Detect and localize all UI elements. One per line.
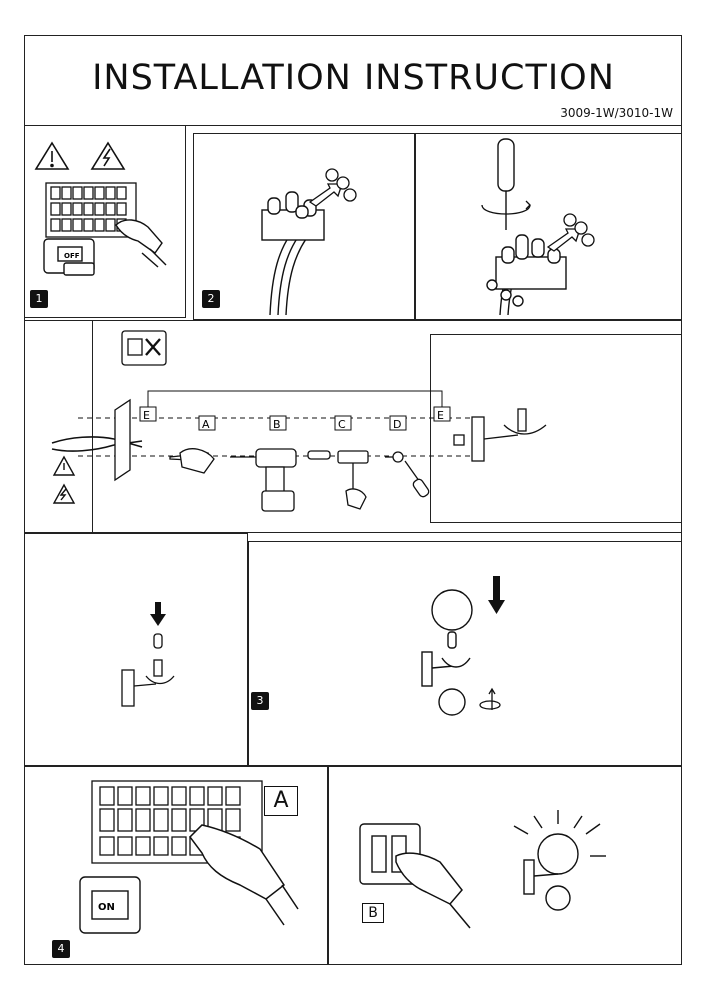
lamp-on-icon bbox=[513, 810, 606, 911]
rotate-icon bbox=[481, 200, 531, 215]
off-switch bbox=[43, 238, 95, 276]
label-b: B bbox=[273, 418, 281, 431]
globe-install-illustration bbox=[421, 576, 505, 716]
step1-illustration: OFF bbox=[34, 141, 167, 276]
page-title: INSTALLATION INSTRUCTION bbox=[92, 58, 615, 98]
step2-terminal-illustration bbox=[261, 168, 357, 316]
model-number: 3009-1W/3010-1W bbox=[560, 106, 673, 120]
warning-icon bbox=[34, 141, 70, 170]
on-switch bbox=[79, 876, 141, 934]
header-divider bbox=[24, 125, 682, 126]
wire-arrow-icon bbox=[308, 168, 357, 207]
hand-icon-2 bbox=[189, 824, 299, 926]
electric-hazard-icon-small bbox=[52, 483, 76, 504]
bulb-insert-illustration bbox=[121, 602, 175, 707]
step-badge-4: 4 bbox=[52, 940, 70, 958]
wire-arrow-icon-2 bbox=[546, 213, 595, 252]
step-badge-3: 3 bbox=[251, 692, 269, 710]
label-c: C bbox=[338, 418, 346, 431]
drill-icon bbox=[230, 448, 297, 512]
panel-step4-left bbox=[24, 766, 328, 965]
panel-bulb-left bbox=[24, 533, 248, 766]
step-badge-2: 2 bbox=[202, 290, 220, 308]
step-badge-1: 1 bbox=[30, 290, 48, 308]
hand-icon bbox=[115, 219, 167, 268]
panel-step2-right bbox=[415, 133, 682, 320]
panel-step4-right bbox=[328, 766, 682, 965]
electric-hazard-icon bbox=[90, 141, 126, 170]
rotate-icon-2 bbox=[479, 687, 501, 710]
breaker-panel bbox=[45, 182, 137, 238]
warning-icon-small bbox=[52, 455, 76, 476]
panel-step1 bbox=[24, 125, 186, 318]
step2-screwdriver-illustration bbox=[481, 138, 595, 316]
panel-step3 bbox=[248, 541, 682, 766]
lamp-base-icon bbox=[453, 408, 547, 462]
off-text: OFF bbox=[64, 252, 80, 260]
label-a: A bbox=[202, 418, 210, 431]
mount-divider bbox=[92, 320, 93, 533]
panel-step2-left bbox=[193, 133, 415, 320]
breaker-on-illustration: ON bbox=[79, 780, 299, 934]
hammer-icon bbox=[307, 450, 369, 510]
no-spray-icon bbox=[121, 330, 167, 366]
screwdriver-icon bbox=[497, 138, 515, 230]
label-d: D bbox=[393, 418, 401, 431]
arrow-down-icon-2 bbox=[488, 576, 505, 614]
screwdriver-icon-2 bbox=[385, 451, 430, 498]
breaker-label: A bbox=[264, 786, 298, 816]
switch-and-lamp-illustration bbox=[359, 810, 606, 929]
label-e-right: E bbox=[437, 409, 444, 422]
arrow-down-icon bbox=[150, 602, 166, 626]
on-text: ON bbox=[98, 902, 115, 913]
mount-result-panel bbox=[430, 334, 682, 523]
mounting-illustration: E A B C D E bbox=[51, 330, 547, 512]
hand-icon-3 bbox=[395, 852, 471, 929]
label-e-left: E bbox=[143, 409, 150, 422]
wall-switch-label: B bbox=[362, 903, 384, 923]
